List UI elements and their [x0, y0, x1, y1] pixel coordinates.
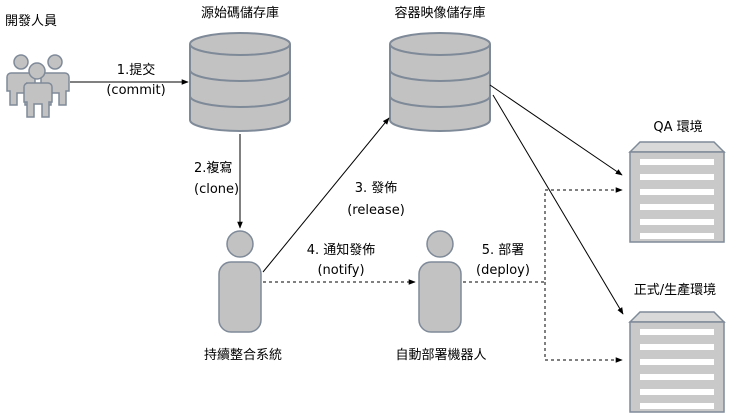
deploy-label-zh: 5. 部署: [481, 243, 525, 258]
prod-env-label: 正式/生產環境: [633, 283, 717, 298]
registry-to-qa-arrow: [489, 84, 623, 176]
developers-label: 開發人員: [5, 14, 58, 29]
deploy-bot-label: 自動部署機器人: [395, 348, 487, 363]
qa-server-icon: [628, 141, 726, 243]
deploy-to-prod-arrow: [544, 282, 623, 363]
qa-env-label: QA 環境: [653, 120, 703, 135]
prod-server-icon: [628, 311, 726, 413]
release-arrow: [262, 117, 390, 273]
image-registry-label: 容器映像儲存庫: [394, 6, 486, 21]
clone-label-en: (clone): [194, 182, 240, 197]
image-registry-database-icon: [389, 32, 491, 132]
commit-label-zh: 1.提交: [116, 63, 156, 78]
ci-system-label: 持續整合系統: [203, 348, 283, 363]
release-label-en: (release): [347, 203, 405, 218]
deploy-bot-person-icon: [418, 230, 462, 333]
release-label-zh: 3. 發佈: [354, 181, 398, 196]
source-repo-database-icon: [189, 32, 291, 132]
ci-system-person-icon: [218, 230, 262, 333]
developers-icon: [6, 54, 70, 118]
deploy-to-qa-arrow: [463, 187, 623, 283]
clone-label-zh: 2.複寫: [194, 161, 233, 176]
registry-to-prod-arrow: [492, 94, 624, 315]
deploy-label-en: (deploy): [476, 263, 530, 278]
notify-label-zh: 4. 通知發佈: [306, 243, 376, 258]
source-repo-label: 源始碼儲存庫: [200, 6, 280, 21]
notify-label-en: (notify): [317, 263, 365, 278]
commit-label-en: (commit): [106, 83, 166, 98]
